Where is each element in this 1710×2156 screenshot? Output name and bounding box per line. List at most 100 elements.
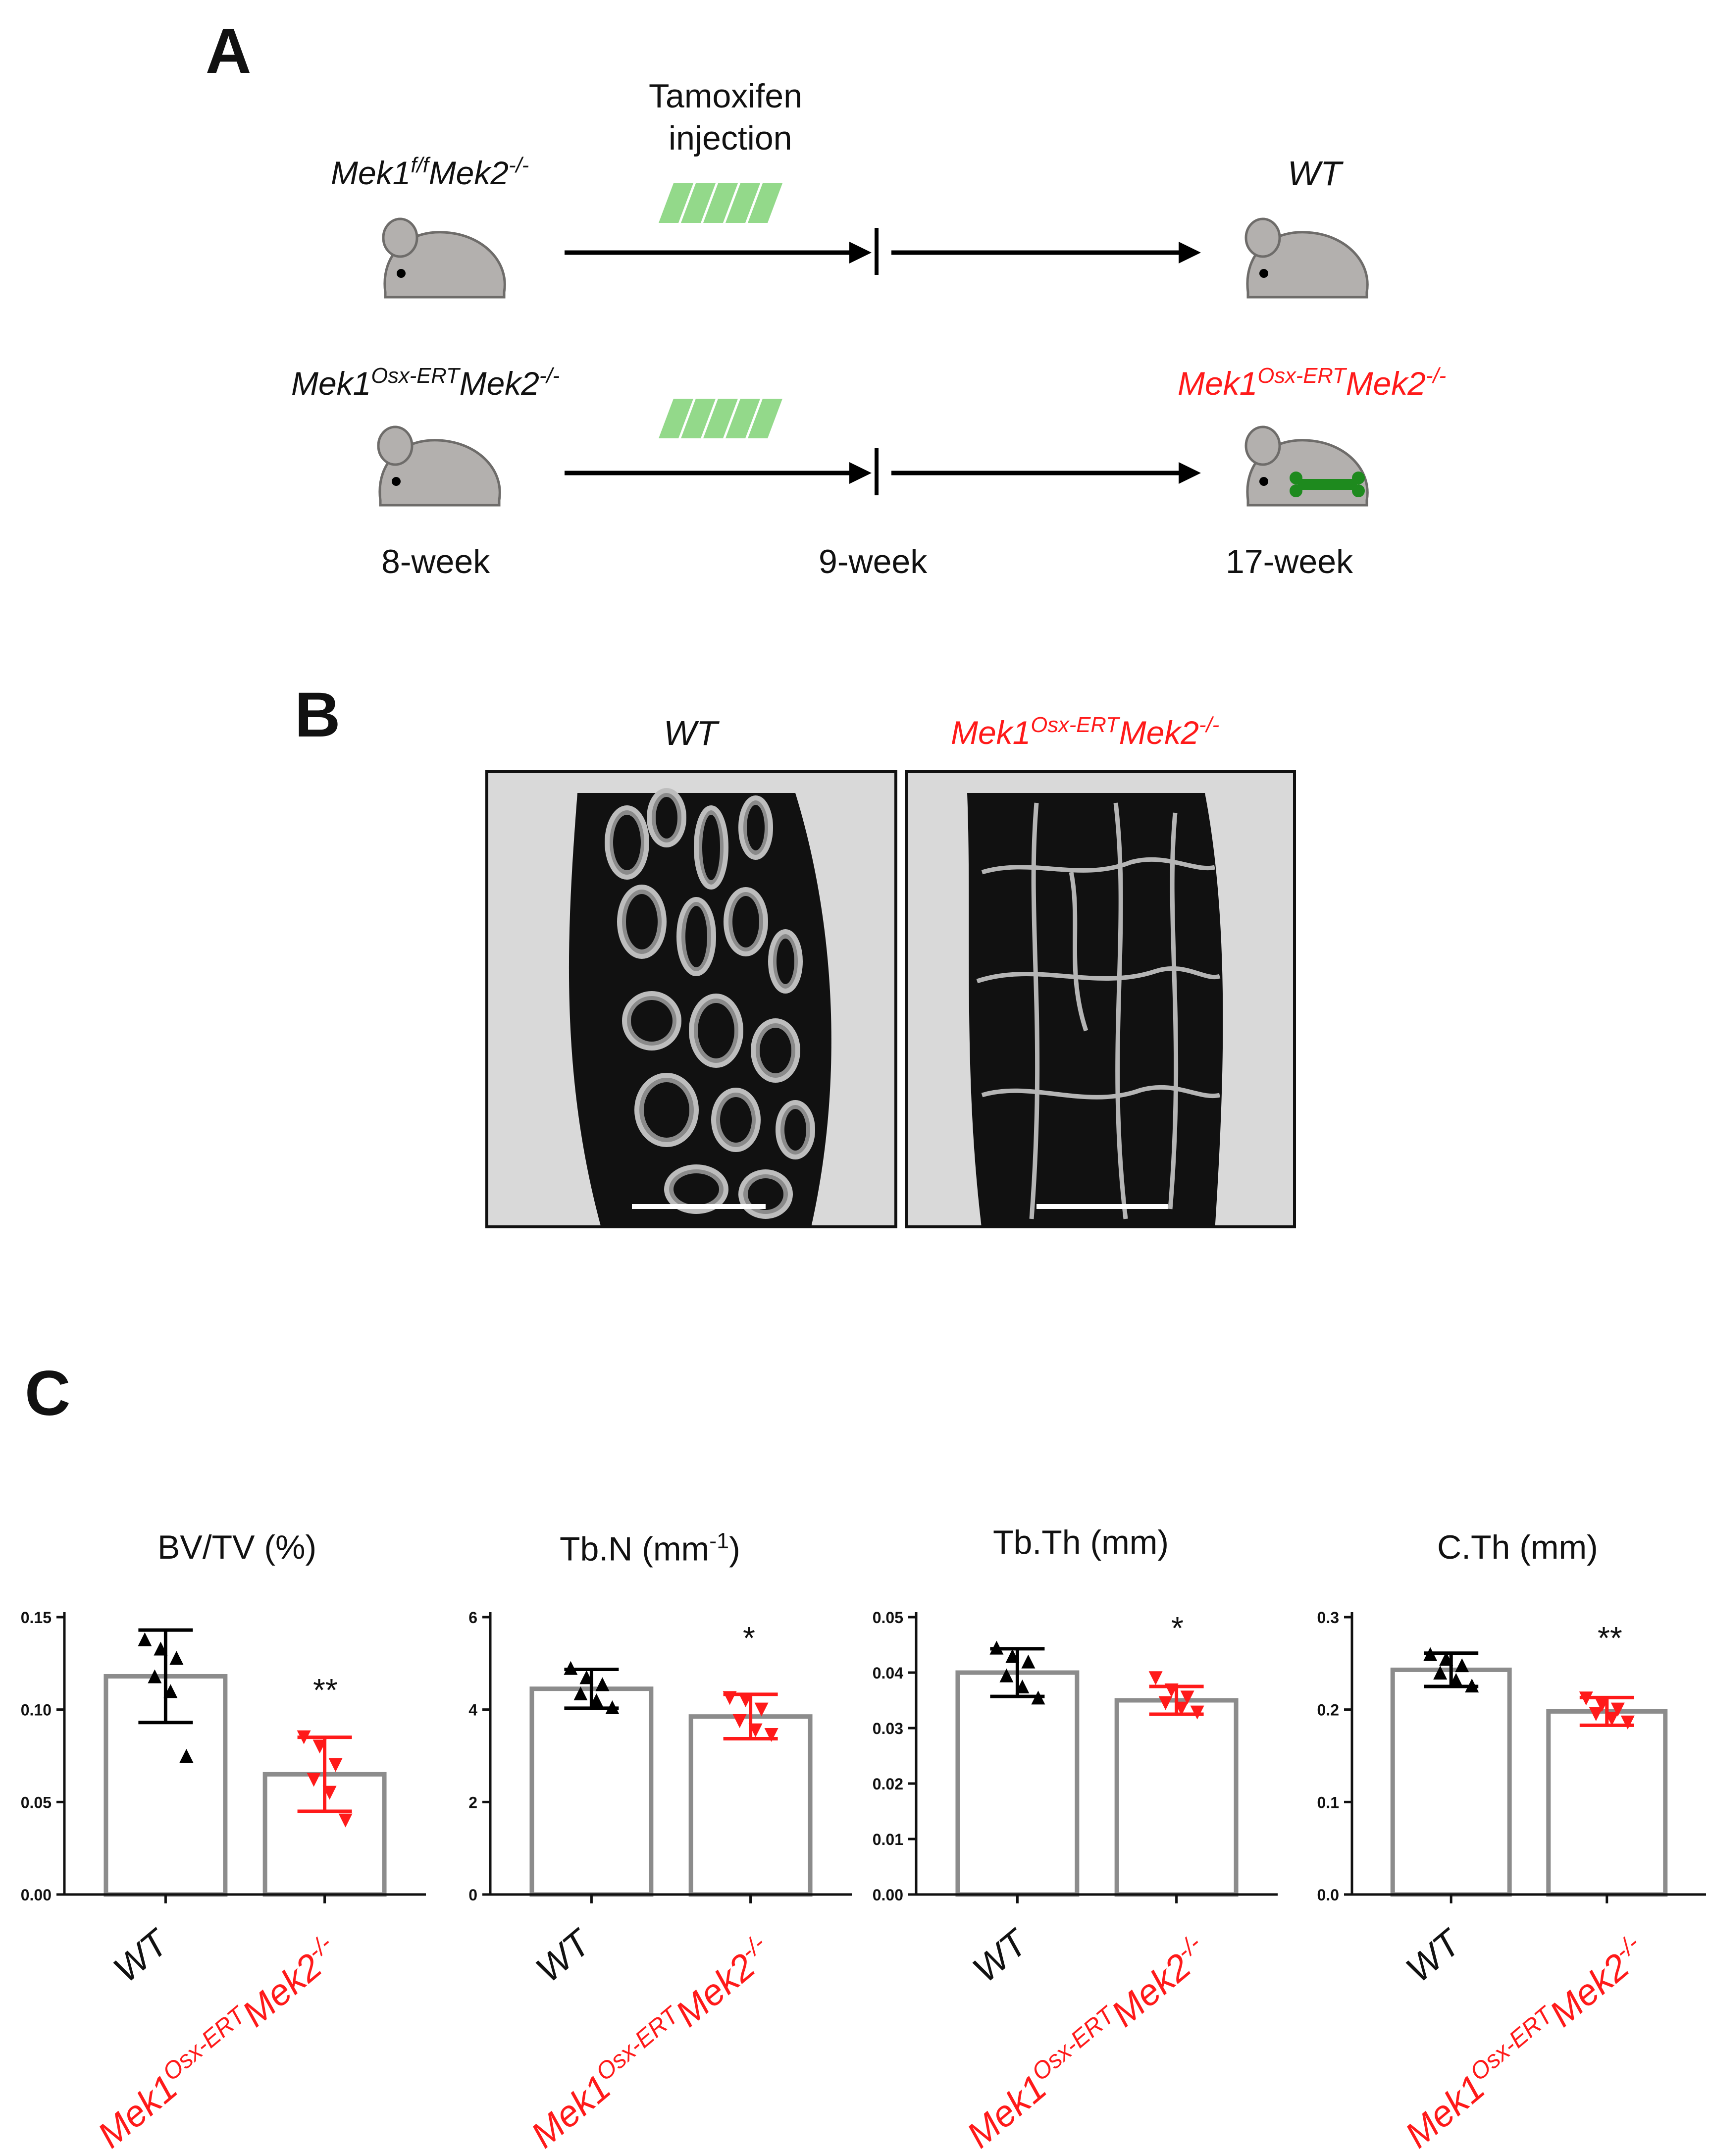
data-point bbox=[1579, 1691, 1593, 1706]
bar bbox=[1390, 1667, 1512, 1897]
y-tick-label: 0.00 bbox=[21, 1886, 52, 1904]
significance-cth: ** bbox=[1598, 1620, 1622, 1656]
bar bbox=[688, 1714, 813, 1897]
data-point bbox=[1589, 1707, 1603, 1721]
data-point bbox=[179, 1749, 194, 1763]
data-point bbox=[322, 1786, 337, 1800]
bar bbox=[529, 1686, 654, 1897]
timepoint-17-week: 17-week bbox=[1226, 543, 1353, 580]
data-point bbox=[564, 1661, 578, 1675]
injection-label-line2: injection bbox=[669, 119, 792, 157]
micro-ct-image-mutant bbox=[905, 770, 1296, 1228]
y-tick-label: 0.04 bbox=[873, 1664, 903, 1682]
mouse-icon-row1-end bbox=[1246, 219, 1367, 297]
y-tick-label: 0.3 bbox=[1317, 1609, 1339, 1627]
chart-title-cth: C.Th (mm) bbox=[1437, 1528, 1598, 1566]
data-point bbox=[1439, 1652, 1453, 1666]
y-tick-label: 0.10 bbox=[21, 1701, 52, 1719]
y-tick-label: 0.05 bbox=[873, 1609, 903, 1627]
schematic-graphics bbox=[0, 182, 1710, 604]
data-point bbox=[148, 1669, 162, 1683]
data-point bbox=[154, 1641, 168, 1656]
y-tick-label: 0.05 bbox=[21, 1793, 52, 1811]
data-point bbox=[589, 1693, 604, 1707]
data-point bbox=[1031, 1690, 1045, 1705]
panel-label-a: A bbox=[206, 16, 252, 87]
data-point bbox=[732, 1714, 747, 1728]
data-point bbox=[1174, 1701, 1189, 1716]
data-point bbox=[312, 1739, 327, 1754]
genotype-label-mutant-end: Mek1Osx-ERTMek2-/- bbox=[1178, 364, 1447, 402]
data-point bbox=[138, 1632, 152, 1646]
scale-bar-mutant bbox=[1036, 1204, 1168, 1209]
data-point bbox=[1605, 1712, 1619, 1726]
data-point bbox=[1148, 1671, 1163, 1685]
timeline-arrow-row2 bbox=[565, 448, 1201, 495]
micro-ct-image-wt bbox=[485, 770, 897, 1228]
micro-ct-label-wt: WT bbox=[664, 714, 718, 752]
data-point bbox=[1455, 1658, 1469, 1673]
data-point bbox=[748, 1723, 763, 1737]
data-point bbox=[1015, 1680, 1030, 1693]
y-tick-label: 0.15 bbox=[21, 1609, 52, 1627]
data-point bbox=[1610, 1702, 1625, 1717]
y-tick-label: 0.00 bbox=[873, 1886, 903, 1904]
bone-icon bbox=[1290, 472, 1365, 497]
data-point bbox=[1180, 1690, 1194, 1705]
data-point bbox=[1449, 1673, 1463, 1687]
significance-tbth: * bbox=[1171, 1610, 1184, 1646]
data-point bbox=[754, 1702, 769, 1717]
y-tick-label: 0.03 bbox=[873, 1720, 903, 1737]
y-tick-label: 0.1 bbox=[1317, 1793, 1339, 1811]
data-point bbox=[297, 1730, 311, 1744]
data-point bbox=[1005, 1649, 1020, 1663]
data-point bbox=[1158, 1696, 1173, 1710]
panel-label-c: C bbox=[25, 1358, 71, 1429]
significance-tbn: * bbox=[743, 1620, 755, 1656]
genotype-label-wt-end: WT bbox=[1288, 154, 1342, 193]
bar bbox=[104, 1674, 228, 1897]
chart-title-tbn: Tb.N (mm-1) bbox=[560, 1528, 740, 1568]
y-tick-label: 4 bbox=[468, 1701, 477, 1719]
data-point bbox=[1164, 1683, 1179, 1697]
data-point bbox=[605, 1700, 620, 1714]
xlabel-wt-3: WT bbox=[965, 1922, 1035, 1991]
bar bbox=[1114, 1698, 1239, 1897]
data-point bbox=[573, 1686, 588, 1700]
timepoint-8-week: 8-week bbox=[381, 543, 490, 580]
data-point bbox=[1021, 1654, 1036, 1669]
y-tick-label: 6 bbox=[468, 1609, 477, 1627]
y-tick-label: 0.02 bbox=[873, 1775, 903, 1793]
bar bbox=[955, 1670, 1080, 1897]
mouse-icon-row2-start bbox=[378, 427, 500, 505]
data-point bbox=[1433, 1666, 1448, 1680]
data-point bbox=[163, 1684, 178, 1698]
bar bbox=[1546, 1709, 1668, 1897]
panel-label-b: B bbox=[295, 680, 341, 750]
data-point bbox=[764, 1728, 778, 1742]
data-point bbox=[307, 1773, 321, 1787]
data-point bbox=[738, 1693, 753, 1707]
y-tick-label: 0.01 bbox=[873, 1831, 903, 1848]
y-tick-label: 0.2 bbox=[1317, 1701, 1339, 1719]
bar bbox=[262, 1772, 387, 1897]
xlabel-wt-1: WT bbox=[105, 1922, 176, 1991]
chart-title-bvtv: BV/TV (%) bbox=[157, 1528, 317, 1566]
data-point bbox=[595, 1677, 610, 1691]
y-tick-label: 0 bbox=[468, 1886, 477, 1904]
genotype-label-cre-start: Mek1Osx-ERTMek2-/- bbox=[291, 364, 560, 402]
chart-title-tbth: Tb.Th (mm) bbox=[993, 1524, 1169, 1561]
injection-icon-row2 bbox=[658, 398, 783, 442]
data-point bbox=[1190, 1705, 1204, 1720]
data-point bbox=[1423, 1647, 1438, 1661]
injection-icon-row1 bbox=[658, 182, 783, 226]
y-tick-label: 2 bbox=[468, 1793, 477, 1811]
data-point bbox=[999, 1668, 1014, 1683]
xlabel-wt-2: WT bbox=[528, 1922, 598, 1991]
data-point bbox=[1595, 1698, 1609, 1712]
timepoint-9-week: 9-week bbox=[819, 543, 928, 580]
xlabel-wt-4: WT bbox=[1398, 1922, 1468, 1991]
injection-label-line1: Tamoxifen bbox=[649, 77, 802, 115]
y-tick-label: 0.0 bbox=[1317, 1886, 1339, 1904]
data-point bbox=[1465, 1679, 1479, 1693]
